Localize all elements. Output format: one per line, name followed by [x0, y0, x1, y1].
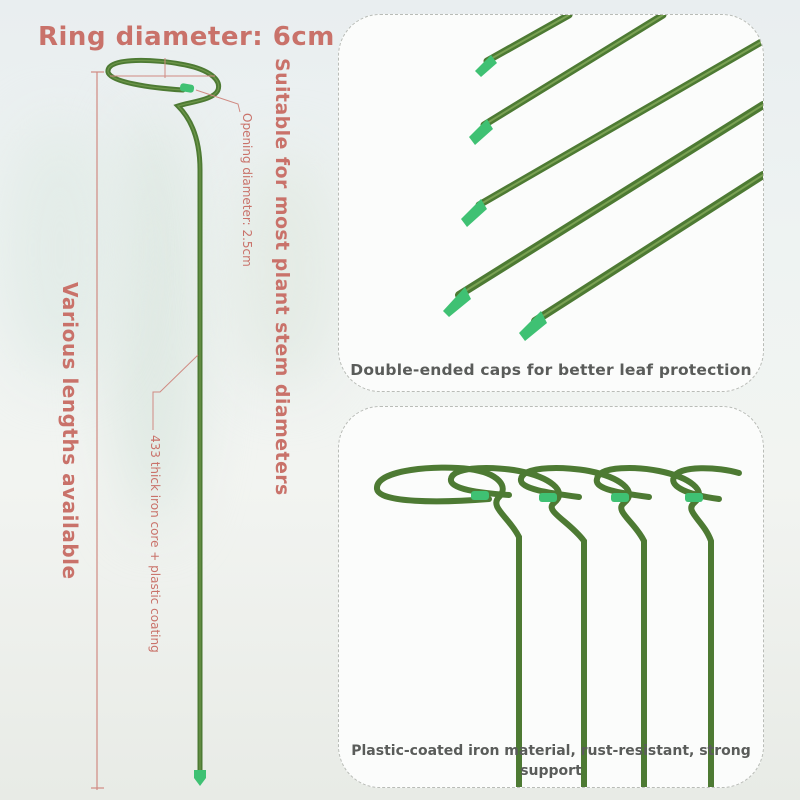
stem-diameter-label: Suitable for most plant stem diameters	[271, 58, 293, 496]
core-material-label: 433 thick iron core + plastic coating	[148, 435, 162, 653]
bottom-end-cap	[194, 770, 206, 786]
material-caption: Plastic-coated iron material, rust-resis…	[351, 743, 751, 779]
ring-diameter-label: Ring diameter: 6cm	[38, 22, 335, 52]
ring-caps	[471, 491, 703, 502]
rods-illustration	[443, 15, 763, 341]
material-panel: Plastic-coated iron material, rust-resis…	[338, 406, 764, 788]
opening-diameter-label: Opening diameter: 2.5cm	[240, 113, 254, 267]
lengths-label: Various lengths available	[58, 282, 82, 580]
opening-leader-line	[195, 89, 241, 113]
background-blur-1	[110, 110, 200, 530]
caps-caption: Double-ended caps for better leaf protec…	[350, 361, 752, 379]
rod-caps	[443, 55, 547, 341]
ring-end-cap	[179, 83, 195, 93]
stake	[105, 57, 222, 773]
stake-ring	[105, 57, 222, 773]
ring-stakes-illustration	[374, 464, 742, 787]
background-blur-3	[230, 150, 340, 390]
core-leader-line	[152, 354, 199, 430]
background-blur-2	[0, 120, 120, 380]
caps-panel: Double-ended caps for better leaf protec…	[338, 14, 764, 392]
